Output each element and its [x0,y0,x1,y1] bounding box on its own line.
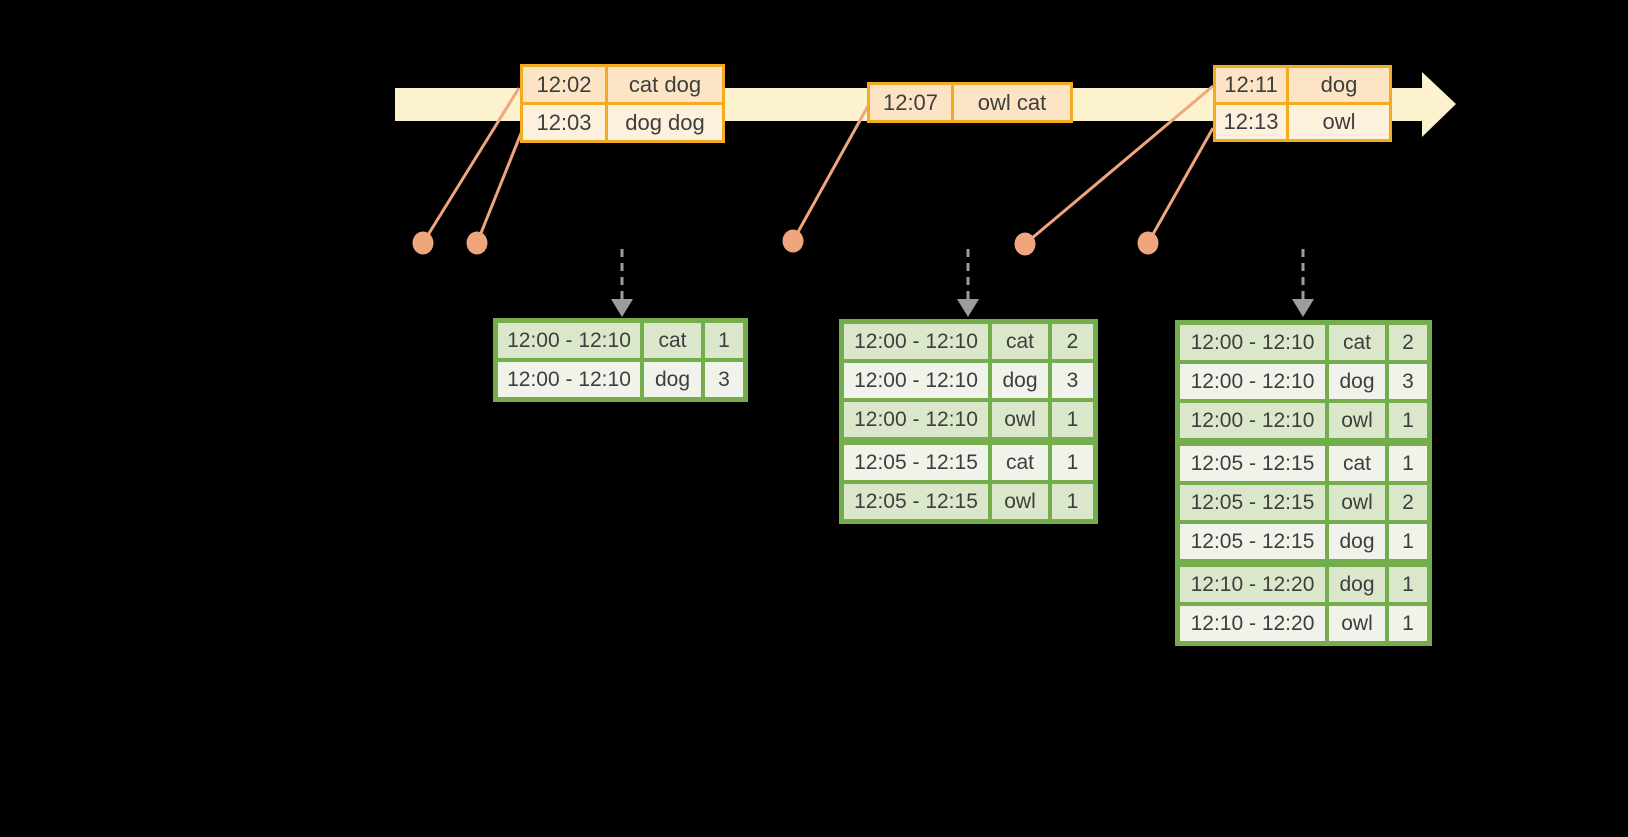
result-cell-count: 1 [1389,567,1427,602]
result-cell-count: 1 [1052,402,1093,437]
result-cell-word: owl [1329,485,1385,520]
event-dot-icon [1014,232,1036,256]
result-cell-count: 1 [1389,606,1427,641]
event-connector-line [791,105,870,242]
event-cell-time: 12:02 [523,67,605,102]
result-cell-window: 12:05 - 12:15 [1180,524,1325,559]
event-cell-words: dog [1289,68,1389,102]
result-cell-window: 12:00 - 12:10 [1180,403,1325,438]
result-cell-count: 1 [1052,484,1093,519]
event-connector-line [421,87,521,244]
result-cell-count: 2 [1389,485,1427,520]
result-cell-word: cat [992,445,1048,480]
result-cell-word: owl [992,484,1048,519]
result-cell-count: 3 [705,362,743,397]
result-cell-count: 1 [1389,446,1427,481]
down-arrowhead-icon [957,299,979,317]
event-cell-time: 12:13 [1216,105,1286,139]
event-dot-icon [1137,231,1159,255]
event-cell-words: dog dog [608,105,722,140]
result-cell-word: cat [644,323,701,358]
result-cell-window: 12:10 - 12:20 [1180,606,1325,641]
event-dot-icon [412,231,434,255]
result-cell-word: dog [992,363,1048,398]
result-cell-word: cat [1329,325,1385,360]
result-cell-count: 3 [1052,363,1093,398]
event-cell-words: owl [1289,105,1389,139]
down-arrowhead-icon [1292,299,1314,317]
result-cell-count: 1 [1389,403,1427,438]
result-cell-count: 1 [1389,524,1427,559]
result-cell-count: 2 [1389,325,1427,360]
result-cell-word: owl [1329,606,1385,641]
result-cell-word: dog [644,362,701,397]
result-cell-word: dog [1329,524,1385,559]
result-cell-word: dog [1329,567,1385,602]
result-cell-window: 12:05 - 12:15 [1180,446,1325,481]
result-cell-count: 2 [1052,324,1093,359]
result-cell-window: 12:00 - 12:10 [498,323,640,358]
result-cell-window: 12:05 - 12:15 [1180,485,1325,520]
event-cell-time: 12:03 [523,105,605,140]
result-cell-word: owl [992,402,1048,437]
event-cell-time: 12:07 [870,85,951,120]
event-dot-icon [782,229,804,253]
down-arrowhead-icon [611,299,633,317]
event-connector-line [1146,127,1215,244]
result-cell-word: owl [1329,403,1385,438]
result-cell-count: 3 [1389,364,1427,399]
result-cell-window: 12:05 - 12:15 [844,484,988,519]
event-cell-words: owl cat [954,85,1070,120]
result-cell-count: 1 [705,323,743,358]
result-cell-word: cat [992,324,1048,359]
event-dot-icon [466,231,488,255]
result-cell-window: 12:00 - 12:10 [844,402,988,437]
event-connector-line [475,125,526,244]
result-cell-window: 12:00 - 12:10 [1180,364,1325,399]
result-cell-word: dog [1329,364,1385,399]
event-cell-time: 12:11 [1216,68,1286,102]
event-connector-line [1024,84,1214,246]
event-cell-words: cat dog [608,67,722,102]
result-cell-window: 12:10 - 12:20 [1180,567,1325,602]
result-cell-window: 12:05 - 12:15 [844,445,988,480]
timeline-arrowhead-icon [1422,72,1456,137]
result-cell-window: 12:00 - 12:10 [844,324,988,359]
result-cell-word: cat [1329,446,1385,481]
result-cell-window: 12:00 - 12:10 [498,362,640,397]
result-cell-count: 1 [1052,445,1093,480]
result-cell-window: 12:00 - 12:10 [1180,325,1325,360]
result-cell-window: 12:00 - 12:10 [844,363,988,398]
